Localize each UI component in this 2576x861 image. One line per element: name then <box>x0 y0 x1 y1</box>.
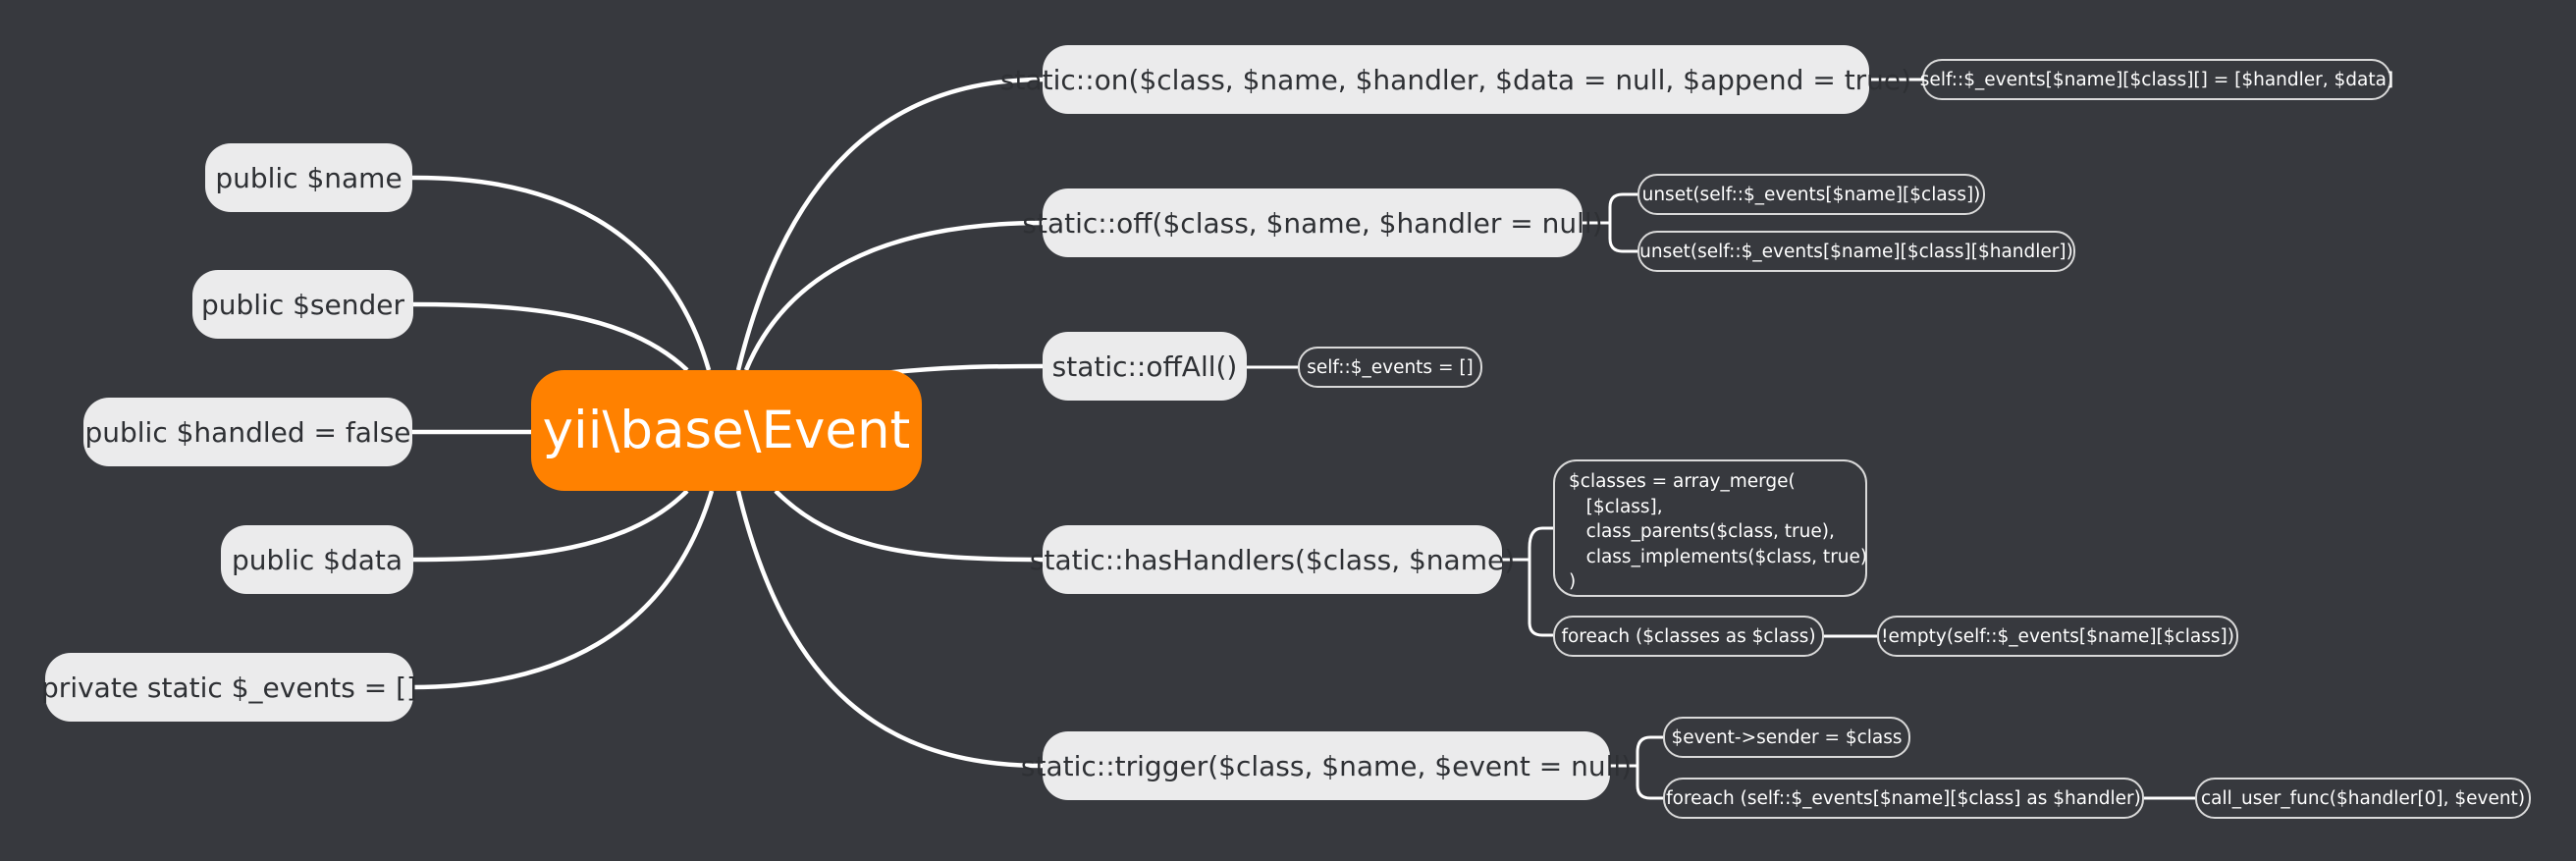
link-off-details <box>1583 192 1637 253</box>
method-off[interactable]: static::off($class, $name, $handler = nu… <box>1022 188 1603 257</box>
link-method-on <box>735 77 1044 371</box>
off-unset-handler[interactable]: unset(self::$_events[$name][$class][$han… <box>1637 231 2075 272</box>
trigger-call-handler[interactable]: call_user_func($handler[0], $event) <box>2195 778 2531 819</box>
method-hashandlers[interactable]: static::hasHandlers($class, $name) <box>1030 525 1515 594</box>
link-prop-data <box>411 489 689 563</box>
method-on[interactable]: static::on($class, $name, $handler, $dat… <box>1000 45 1911 114</box>
method-offall[interactable]: static::offAll() <box>1043 332 1247 401</box>
central-topic[interactable]: yii\base\Event <box>531 370 922 491</box>
on-register-handler[interactable]: self::$_events[$name][$class][] = [$hand… <box>1920 59 2393 100</box>
property-handled[interactable]: public $handled = false <box>83 398 412 466</box>
off-unset-class[interactable]: unset(self::$_events[$name][$class]) <box>1637 174 1985 215</box>
trigger-set-sender[interactable]: $event->sender = $class <box>1663 717 1910 758</box>
link-trigger-details <box>1610 735 1663 800</box>
link-prop-name <box>411 175 712 371</box>
property-name[interactable]: public $name <box>205 143 412 212</box>
link-method-hashandlers <box>774 489 1044 563</box>
link-method-off <box>743 220 1044 371</box>
offall-reset-events[interactable]: self::$_events = [] <box>1298 347 1482 388</box>
link-method-trigger <box>735 490 1044 769</box>
property-sender[interactable]: public $sender <box>192 270 413 339</box>
link-prop-events <box>411 490 715 690</box>
link-method-offall <box>883 363 1044 376</box>
property-events[interactable]: private static $_events = [] <box>41 653 417 722</box>
link-hashandlers-details <box>1502 526 1553 637</box>
hashandlers-empty-check[interactable]: !empty(self::$_events[$name][$class]) <box>1877 616 2238 657</box>
method-trigger[interactable]: static::trigger($class, $name, $event = … <box>1021 731 1632 800</box>
trigger-foreach[interactable]: foreach (self::$_events[$name][$class] a… <box>1663 778 2144 819</box>
hashandlers-foreach[interactable]: foreach ($classes as $class) <box>1553 616 1824 657</box>
property-data[interactable]: public $data <box>221 525 413 594</box>
hashandlers-merge-code[interactable]: $classes = array_merge( [$class], class_… <box>1553 459 1867 597</box>
link-prop-sender <box>411 301 689 372</box>
